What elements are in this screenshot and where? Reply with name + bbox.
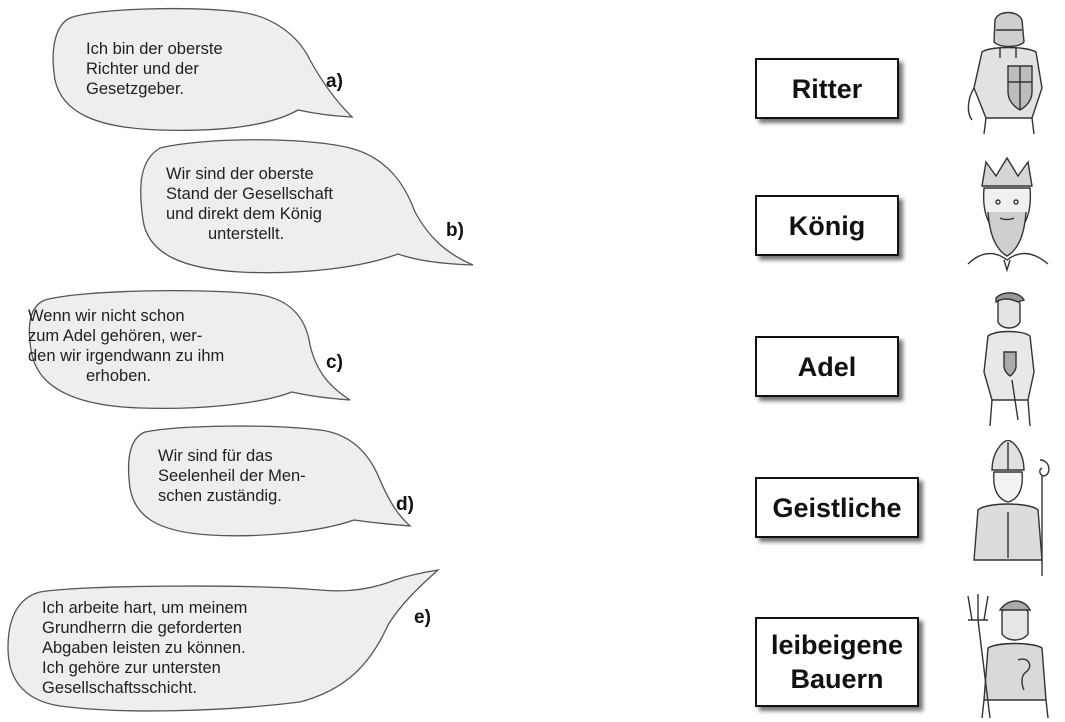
statement-b-line: Stand der Gesellschaft [166,185,333,203]
statement-b-line: unterstellt. [208,225,285,243]
statement-d-line: Seelenheil der Men- [158,467,306,485]
term-box-leibeigene-bauern[interactable]: leibeigene Bauern [755,617,919,707]
statement-b-label: b) [446,220,464,241]
statement-d-label: d) [396,494,414,515]
statement-a-line: Gesetzgeber. [86,80,185,98]
speech-bubble-b [140,139,474,274]
statement-a-line: Ich bin der oberste [86,40,223,58]
term-box-adel[interactable]: Adel [755,336,899,397]
statement-c-label: c) [326,352,343,373]
bishop-icon [973,440,1050,576]
term-label: Adel [797,351,857,382]
statement-c-line: zum Adel gehören, wer- [28,327,203,345]
statement-a-label: a) [326,71,343,92]
statement-e-line: Ich gehöre zur untersten [42,659,221,677]
statement-c-line: den wir irgendwann zu ihm [28,347,225,365]
statement-e-label: e) [414,607,431,628]
statement-b-line: und direkt dem König [166,205,322,223]
term-label: Ritter [791,73,863,104]
statement-b-line: Wir sind der oberste [166,165,314,183]
speech-bubble-c [28,289,351,410]
statement-c-text: Wenn wir nicht schon zum Adel gehören, w… [28,306,224,386]
statement-e-line: Abgaben leisten zu können. [42,639,246,657]
statement-e-line: Grundherrn die geforderten [42,619,242,637]
knight-icon [967,11,1043,135]
term-box-ritter[interactable]: Ritter [755,58,899,119]
term-box-geistliche[interactable]: Geistliche [755,477,919,538]
speech-bubble-a [52,7,354,131]
term-label-line: leibeigene [770,630,904,660]
statement-d-text: Wir sind für das Seelenheil der Men- sch… [158,446,306,506]
peasant-icon [967,594,1049,719]
statement-d-line: Wir sind für das [158,447,273,465]
statement-e-line: Ich arbeite hart, um meinem [42,599,248,617]
speech-bubble-e [7,569,441,712]
statement-c-line: erhoben. [86,367,152,385]
nobleman-icon [983,292,1035,427]
king-icon [967,156,1049,273]
term-label: König [788,210,866,241]
speech-bubble-d [127,425,412,537]
term-label-line: Bauern [790,664,884,694]
statement-d-line: schen zuständig. [158,487,282,505]
statement-e-line: Gesellschaftsschicht. [42,679,197,697]
statement-a-text: Ich bin der oberste Richter und der Gese… [86,39,223,99]
statement-a-line: Richter und der [86,60,199,78]
statement-e-text: Ich arbeite hart, um meinem Grundherrn d… [42,598,247,698]
statement-b-text: Wir sind der oberste Stand der Gesellsch… [166,164,333,244]
term-box-koenig[interactable]: König [755,195,899,256]
statement-c-line: Wenn wir nicht schon [28,307,185,325]
term-label: Geistliche [772,492,902,523]
